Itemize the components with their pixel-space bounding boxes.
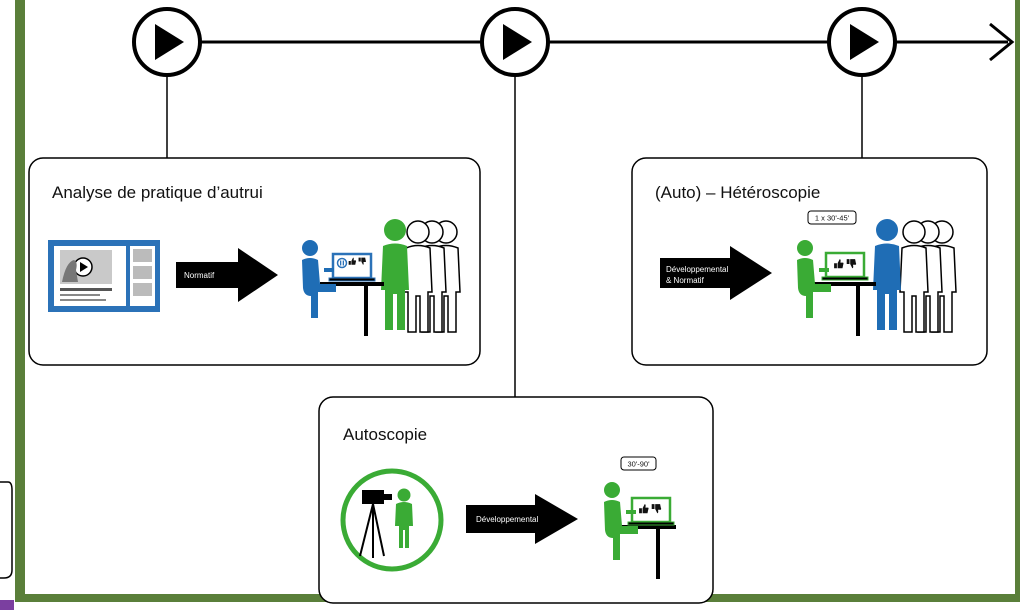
camera-recording-icon <box>340 468 444 572</box>
duration-badge: 1 x 30'-45' <box>807 210 857 225</box>
play-icon <box>480 7 550 77</box>
duration-label: 30'-90' <box>627 460 650 469</box>
duration-badge: 30'-90' <box>620 456 657 471</box>
laptop-icon <box>327 252 377 283</box>
pause-icon <box>336 257 348 269</box>
card-analyse-title: Analyse de pratique d’autrui <box>52 183 263 202</box>
play-icon <box>132 7 202 77</box>
card-analyse: Analyse de pratique d’autrui Normatif <box>28 157 481 366</box>
arrow-label-normatif: Normatif <box>184 271 215 280</box>
offscreen-card-edge <box>0 481 13 579</box>
arrow-label-line1: Développemental <box>666 265 728 274</box>
edge-purple-fragment <box>0 600 14 610</box>
normatif-arrow: Normatif <box>176 248 278 302</box>
arrow-label-developpemental: Développemental <box>476 515 538 524</box>
card-hetero: (Auto) – Hétéroscopie Développemental & … <box>631 157 988 366</box>
video-player-icon <box>48 240 160 312</box>
play-icon <box>827 7 897 77</box>
arrow-label-line2: & Normatif <box>666 276 705 285</box>
developpemental-normatif-arrow: Développemental & Normatif <box>660 246 772 300</box>
duration-label: 1 x 30'-45' <box>815 214 850 223</box>
laptop-icon <box>820 251 870 282</box>
card-autoscopie-title: Autoscopie <box>343 425 427 444</box>
card-autoscopie: Autoscopie Développemental 30'-90' <box>318 396 714 604</box>
card-hetero-title: (Auto) – Hétéroscopie <box>655 183 820 202</box>
timeline-arrowhead <box>989 22 1015 62</box>
developpemental-arrow: Développemental <box>466 494 578 544</box>
